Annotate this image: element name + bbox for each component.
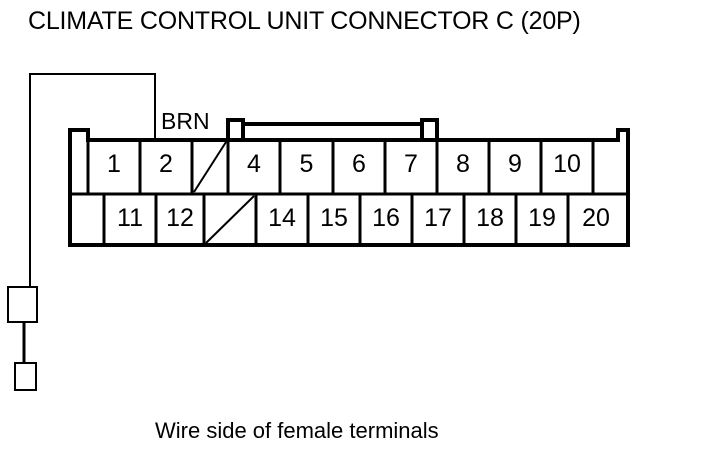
top-row-separators xyxy=(86,140,595,194)
pin-label-18: 18 xyxy=(476,204,504,232)
pin-label-1: 1 xyxy=(107,150,121,178)
pin-label-5: 5 xyxy=(299,150,314,178)
pin-label-8: 8 xyxy=(456,150,470,178)
pin-label-7: 7 xyxy=(404,150,418,178)
blank-cavity-diagonal-pin3 xyxy=(193,141,227,193)
wire-path-brn xyxy=(29,73,156,290)
connector-latch-bar xyxy=(226,118,439,140)
pin-label-19: 19 xyxy=(528,204,556,232)
pin-label-6: 6 xyxy=(352,150,366,178)
pin-label-9: 9 xyxy=(508,150,522,178)
pin-label-17: 17 xyxy=(424,204,452,232)
pin-label-12: 12 xyxy=(166,204,194,232)
terminal-box-large xyxy=(7,286,38,323)
pin-label-4: 4 xyxy=(247,150,261,178)
pin-label-20: 20 xyxy=(582,204,610,232)
pin-label-2: 2 xyxy=(159,150,173,178)
pin-label-15: 15 xyxy=(320,204,348,232)
terminal-box-small xyxy=(14,362,37,391)
pin-label-16: 16 xyxy=(372,204,400,232)
bottom-row-separators xyxy=(102,194,570,245)
pin-label-11: 11 xyxy=(117,204,143,232)
wire-color-label-brn: BRN xyxy=(161,108,210,134)
blank-cavity-diagonal-pin13 xyxy=(205,195,255,244)
pin-label-10: 10 xyxy=(553,150,581,178)
pin-label-14: 14 xyxy=(268,204,296,232)
diagram-caption: Wire side of female terminals xyxy=(155,418,439,443)
page-title: CLIMATE CONTROL UNIT CONNECTOR C (20P) xyxy=(28,7,581,35)
